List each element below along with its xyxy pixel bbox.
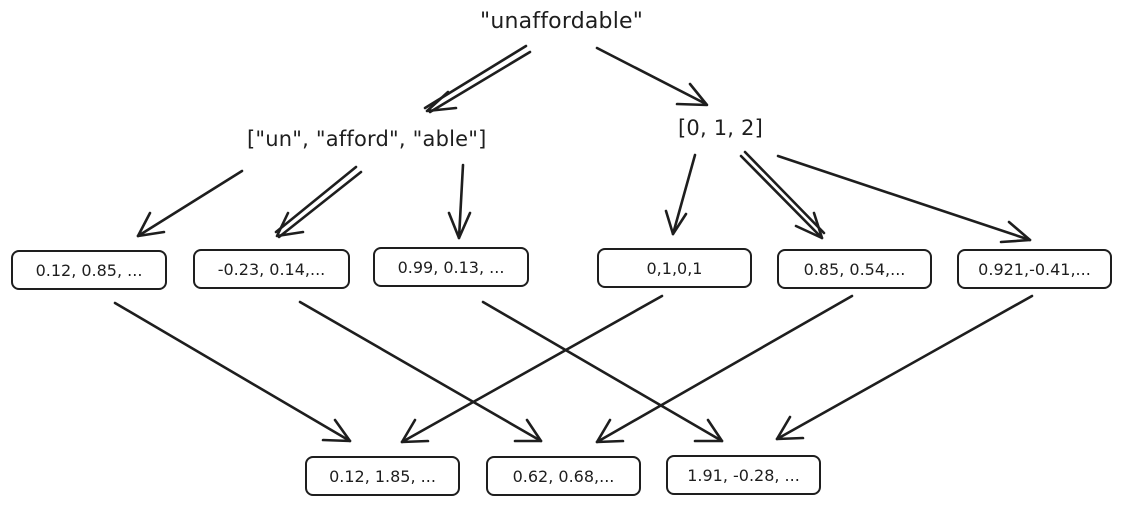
token-embedding-box: 0.99, 0.13, ... [373, 247, 529, 287]
arrow-root-to-tokens [423, 44, 532, 114]
position-embedding-box: 0.85, 0.54,... [777, 249, 932, 289]
arrow-ids-to-position-3 [776, 154, 1032, 244]
arrow-position-1-to-combined-1 [400, 294, 664, 444]
arrow-tokens-to-embedding-2 [274, 165, 363, 239]
token-ids-list: [0, 1, 2] [678, 116, 763, 140]
combined-embedding-box: 0.62, 0.68,... [486, 456, 641, 496]
arrow-embedding-3-to-combined-3 [481, 300, 724, 443]
arrow-tokens-to-embedding-1 [136, 169, 244, 238]
arrow-root-to-ids [595, 46, 709, 107]
arrow-position-2-to-combined-2 [595, 294, 854, 444]
arrow-embedding-1-to-combined-1 [113, 301, 352, 443]
position-embedding-box: 0,1,0,1 [597, 248, 752, 288]
arrow-tokens-to-embedding-3 [447, 163, 472, 240]
position-embedding-box: 0.921,-0.41,... [957, 249, 1112, 289]
token-embedding-box: -0.23, 0.14,... [193, 249, 350, 289]
combined-embedding-box: 1.91, -0.28, ... [666, 455, 821, 495]
input-word: "unaffordable" [480, 9, 644, 34]
arrow-ids-to-position-2 [739, 150, 826, 240]
combined-embedding-box: 0.12, 1.85, ... [305, 456, 460, 496]
tokens-list: ["un", "afford", "able"] [247, 127, 487, 151]
arrow-embedding-2-to-combined-2 [298, 300, 543, 443]
arrow-position-3-to-combined-3 [775, 294, 1034, 441]
token-embedding-box: 0.12, 0.85, ... [11, 250, 167, 290]
arrow-ids-to-position-1 [664, 153, 697, 236]
